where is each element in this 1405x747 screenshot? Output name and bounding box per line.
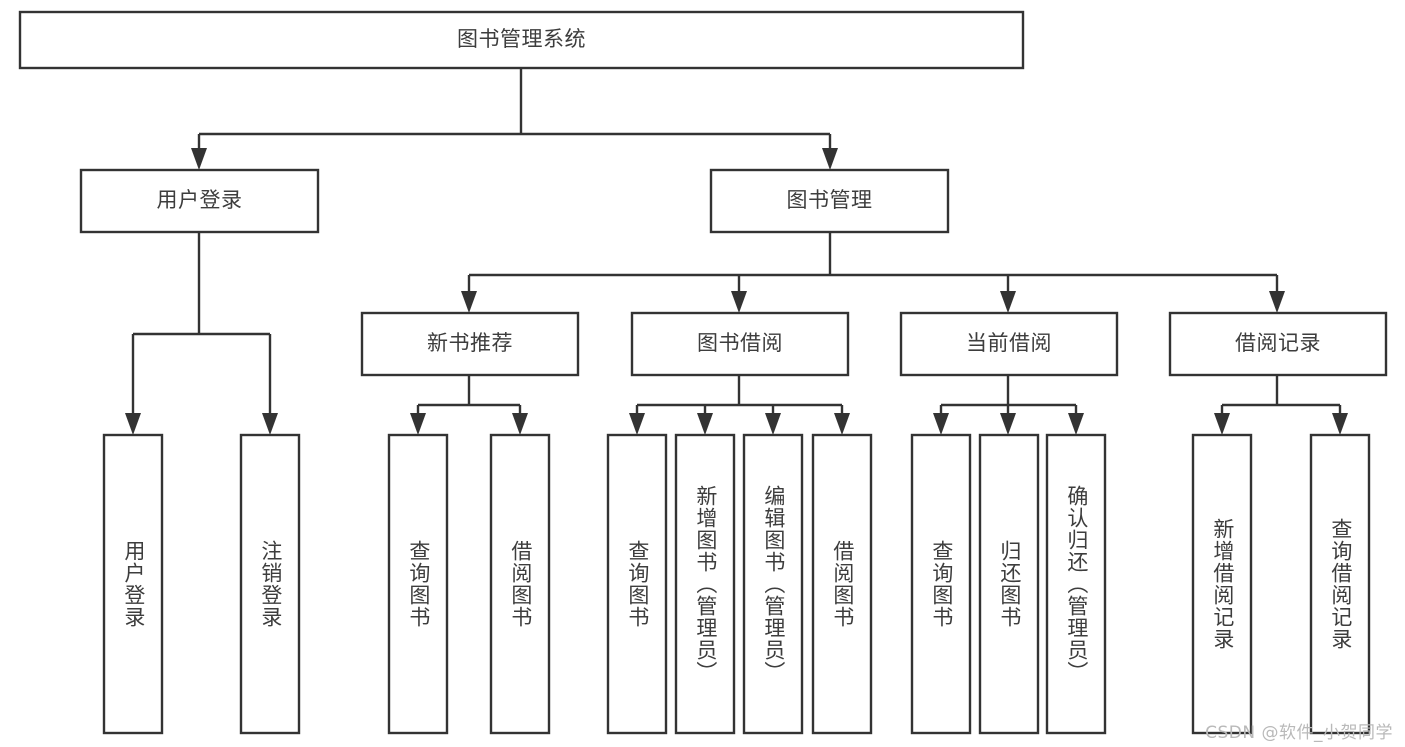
arrow-head-leaf-query-book-1 — [410, 413, 426, 435]
arrow-head-user-login — [191, 148, 207, 170]
node-box-leaf-query-borrow-record[interactable] — [1309, 433, 1371, 735]
node-box-current-borrow[interactable] — [899, 311, 1119, 377]
edge-current-borrow-to-leaves — [933, 375, 1084, 435]
node-box-leaf-borrow-book-1[interactable] — [489, 433, 551, 735]
arrow-head-borrow-record — [1269, 291, 1285, 313]
arrow-head-leaf-borrow-book-1 — [512, 413, 528, 435]
arrow-head-leaf-query-book-2 — [629, 413, 645, 435]
arrow-head-leaf-return-book — [1000, 413, 1016, 435]
node-box-leaf-confirm-return-admin[interactable] — [1045, 433, 1107, 735]
arrow-head-leaf-borrow-book-2 — [834, 413, 850, 435]
arrow-head-leaf-add-book-admin — [697, 413, 713, 435]
arrow-head-book-borrow — [731, 291, 747, 313]
edge-new-book-rec-to-leaves — [410, 375, 528, 435]
arrow-head-leaf-logout — [262, 413, 278, 435]
arrow-head-new-book-rec — [461, 291, 477, 313]
node-box-leaf-edit-book-admin[interactable] — [742, 433, 804, 735]
edge-borrow-record-to-leaves — [1214, 375, 1348, 435]
node-box-leaf-borrow-book-2[interactable] — [811, 433, 873, 735]
node-box-book-mgmt[interactable] — [709, 168, 950, 234]
node-box-user-login[interactable] — [79, 168, 320, 234]
arrow-head-book-mgmt — [822, 148, 838, 170]
node-box-leaf-query-book-1[interactable] — [387, 433, 449, 735]
edge-book-borrow-to-leaves — [629, 375, 850, 435]
arrow-head-leaf-user-login — [125, 413, 141, 435]
node-box-borrow-record[interactable] — [1168, 311, 1388, 377]
node-box-leaf-query-book-2[interactable] — [606, 433, 668, 735]
edge-root-to-level2 — [191, 68, 838, 170]
arrow-head-leaf-query-book-3 — [933, 413, 949, 435]
arrow-head-leaf-query-borrow-record — [1332, 413, 1348, 435]
edge-user-login-to-leaves — [125, 232, 278, 435]
node-box-root[interactable] — [18, 10, 1025, 70]
node-box-leaf-user-login[interactable] — [102, 433, 164, 735]
node-box-leaf-add-borrow-record[interactable] — [1191, 433, 1253, 735]
arrow-head-leaf-add-borrow-record — [1214, 413, 1230, 435]
node-box-leaf-return-book[interactable] — [978, 433, 1040, 735]
arrow-head-leaf-edit-book-admin — [765, 413, 781, 435]
arrow-head-current-borrow — [1000, 291, 1016, 313]
node-box-book-borrow[interactable] — [630, 311, 850, 377]
node-box-new-book-rec[interactable] — [360, 311, 580, 377]
edge-book-mgmt-to-level3 — [461, 232, 1285, 313]
node-box-leaf-add-book-admin[interactable] — [674, 433, 736, 735]
arrow-head-leaf-confirm-return-admin — [1068, 413, 1084, 435]
node-box-leaf-logout[interactable] — [239, 433, 301, 735]
node-box-leaf-query-book-3[interactable] — [910, 433, 972, 735]
